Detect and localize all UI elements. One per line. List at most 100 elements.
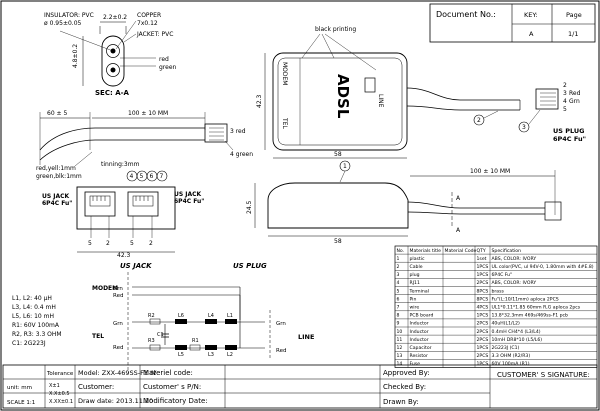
housing-width-dim: 58 (334, 151, 342, 158)
bom-header-cell: No. (397, 248, 405, 254)
schematic-modem-grn: Grn (113, 286, 123, 292)
spec-line-3: L5, L6: 10 mH (12, 313, 54, 320)
drawn-by: Drawn By: (383, 398, 419, 406)
comp-l2: L2 (227, 352, 233, 358)
bom-cell: 3.3 OHM (R2/R3) (492, 353, 531, 359)
key-label: KEY: (524, 11, 538, 19)
bom-cell: 13 (397, 353, 403, 359)
bom-cell: 11 (397, 337, 403, 343)
line-pin-red: Red (276, 348, 286, 354)
bom-cell: 4 (397, 280, 400, 286)
bom-cell: 10mH DR8*10 (L5/L6) (492, 337, 543, 343)
side-view: 1 100 ± 10 MM A A 24.5 58 (246, 160, 562, 245)
bom-cell: 2PCS (477, 329, 489, 335)
plug-pin-2: 2 (563, 82, 567, 89)
jack-front-view: 4 5 6 7 US JACK 6P4C Fu" US JACK 6P4C Fu… (42, 170, 204, 259)
schematic-us-jack: US JACK (120, 262, 152, 270)
bom-cell: 1PCS (477, 361, 489, 367)
black-printing-label: black printing (315, 26, 356, 33)
comp-l3: L3 (208, 352, 214, 358)
bom-cell: 6P4C Fu" (492, 272, 513, 278)
plug-pin-4: 4 (563, 98, 567, 105)
bom-cell: 12 (397, 345, 403, 351)
page-value: 1/1 (568, 30, 578, 38)
modificatory-date: Modificatory Date: (143, 397, 208, 405)
insulator-dia: ø 0.95±0.05 (44, 20, 82, 27)
jack-right-label: US JACK (174, 191, 202, 198)
plug-pin-5: 5 (563, 106, 567, 113)
plug-label: US PLUG (553, 127, 585, 135)
schematic-modem: MODEM (92, 285, 118, 292)
footer-title-block: unit: mm SCALE 1:1 Tolerance X±1 X.X±0.5… (2, 364, 598, 409)
bom-cell: UL1*0.11*1.85 60mm R,G aploca 2pcs (492, 305, 581, 311)
bom-cell: 2PCS (477, 321, 489, 327)
spec-line-5: R2, R3: 3.3 OHM (12, 331, 62, 338)
wire-red-label: red (159, 56, 169, 63)
approved-by: Approved By: (383, 369, 430, 377)
schematic-tel: TEL (92, 333, 104, 340)
bom-cell: 60V 100mA (R1) (492, 361, 530, 367)
comp-r3: R3 (148, 338, 155, 344)
tel-label: TEL (281, 117, 288, 129)
housing-height-dim: 42.3 (256, 94, 263, 108)
bom-cell: UL color(PVC, ul 94V-0, 1.80mm with 4#E.… (492, 264, 594, 270)
red-wire-label: red,yell:1mm (36, 165, 76, 172)
component-specs: L1, L2: 40 μH L3, L4: 0.4 mH L5, L6: 10 … (12, 295, 62, 347)
section-label: SEC: A-A (95, 89, 130, 97)
schematic-tel-red: Red (113, 345, 123, 351)
customer-label: Customer: (78, 383, 114, 391)
line-pin-grn: Grn (276, 321, 286, 327)
plug-pin-3: 3 (563, 90, 567, 97)
green-wire-label: green,blk:1mm (36, 173, 82, 180)
callout-7: 7 (160, 173, 164, 180)
brand-label: ADSL (334, 74, 352, 119)
schematic-modem-red: Red (113, 293, 123, 299)
modem-label: MODEM (281, 62, 288, 86)
document-no-label: Document No.: (436, 10, 496, 19)
cable-cross-section: INSULATOR: PVC ø 0.95±0.05 2.2±0.2 COPPE… (44, 12, 177, 97)
bom-cell: 2PCS (477, 353, 489, 359)
tolerance-3: X.XX±0.1 (49, 399, 73, 405)
page-label: Page (566, 11, 582, 19)
comp-l4: L4 (208, 313, 214, 319)
tolerance-1: X±1 (49, 383, 60, 389)
jack-pin-5a: 5 (88, 240, 92, 247)
comp-r1: R1 (192, 338, 199, 344)
bom-cell: 1PCS (477, 313, 489, 319)
bom-cell: 1PCS (477, 264, 489, 270)
plug-spec: 6P4C Fu" (553, 135, 586, 143)
spec-line-4: R1: 60V 100mA (12, 322, 60, 329)
schematic: US JACK US PLUG MODEM Grn Red Grn TEL Re… (12, 262, 314, 370)
jacket-label: JACKET: PVC (136, 31, 173, 38)
copper-label: COPPER (137, 12, 161, 19)
bom-cell: 2PCS (477, 280, 489, 286)
housing-top-view: black printing MODEM TEL ADSL LINE 42.3 … (256, 26, 521, 159)
bom-cell: brass (492, 288, 505, 294)
jack-left-label: US JACK (42, 193, 70, 200)
wire-green-label: green (159, 64, 177, 71)
bom-cell: 2 (397, 264, 400, 270)
left-pin-4: 4 green (230, 151, 253, 158)
bom-cell: 40uH(L1/L2) (492, 321, 521, 327)
bom-cell: 14 (397, 361, 403, 367)
bom-cell: 9 (397, 321, 400, 327)
bom-cell: Resistor (410, 353, 428, 359)
bom-cell: 3 (397, 272, 400, 278)
bom-cell: Cable (410, 264, 423, 270)
line-label: LINE (377, 94, 384, 108)
plug-pin-red: Red (569, 90, 581, 97)
spec-line-1: L1, L2: 40 μH (12, 295, 52, 302)
bom-cell: 4PCS (477, 305, 489, 311)
bom-cell: Inductor (410, 321, 429, 327)
customer-signature: CUSTOMER' S SIGNATURE: (497, 371, 590, 379)
spec-line-6: C1: 2G223J (12, 340, 46, 347)
section-mark-bottom: A (456, 227, 461, 234)
scale-label: SCALE 1:1 (7, 400, 35, 406)
comp-r2: R2 (148, 313, 155, 319)
bom-header-cell: Specification (492, 248, 522, 254)
schematic-components (149, 318, 237, 351)
key-value: A (529, 30, 534, 38)
schematic-tel-grn: Grn (113, 321, 123, 327)
bom-header-cell: QTY (477, 248, 486, 254)
left-pin-3: 3 red (230, 128, 246, 135)
